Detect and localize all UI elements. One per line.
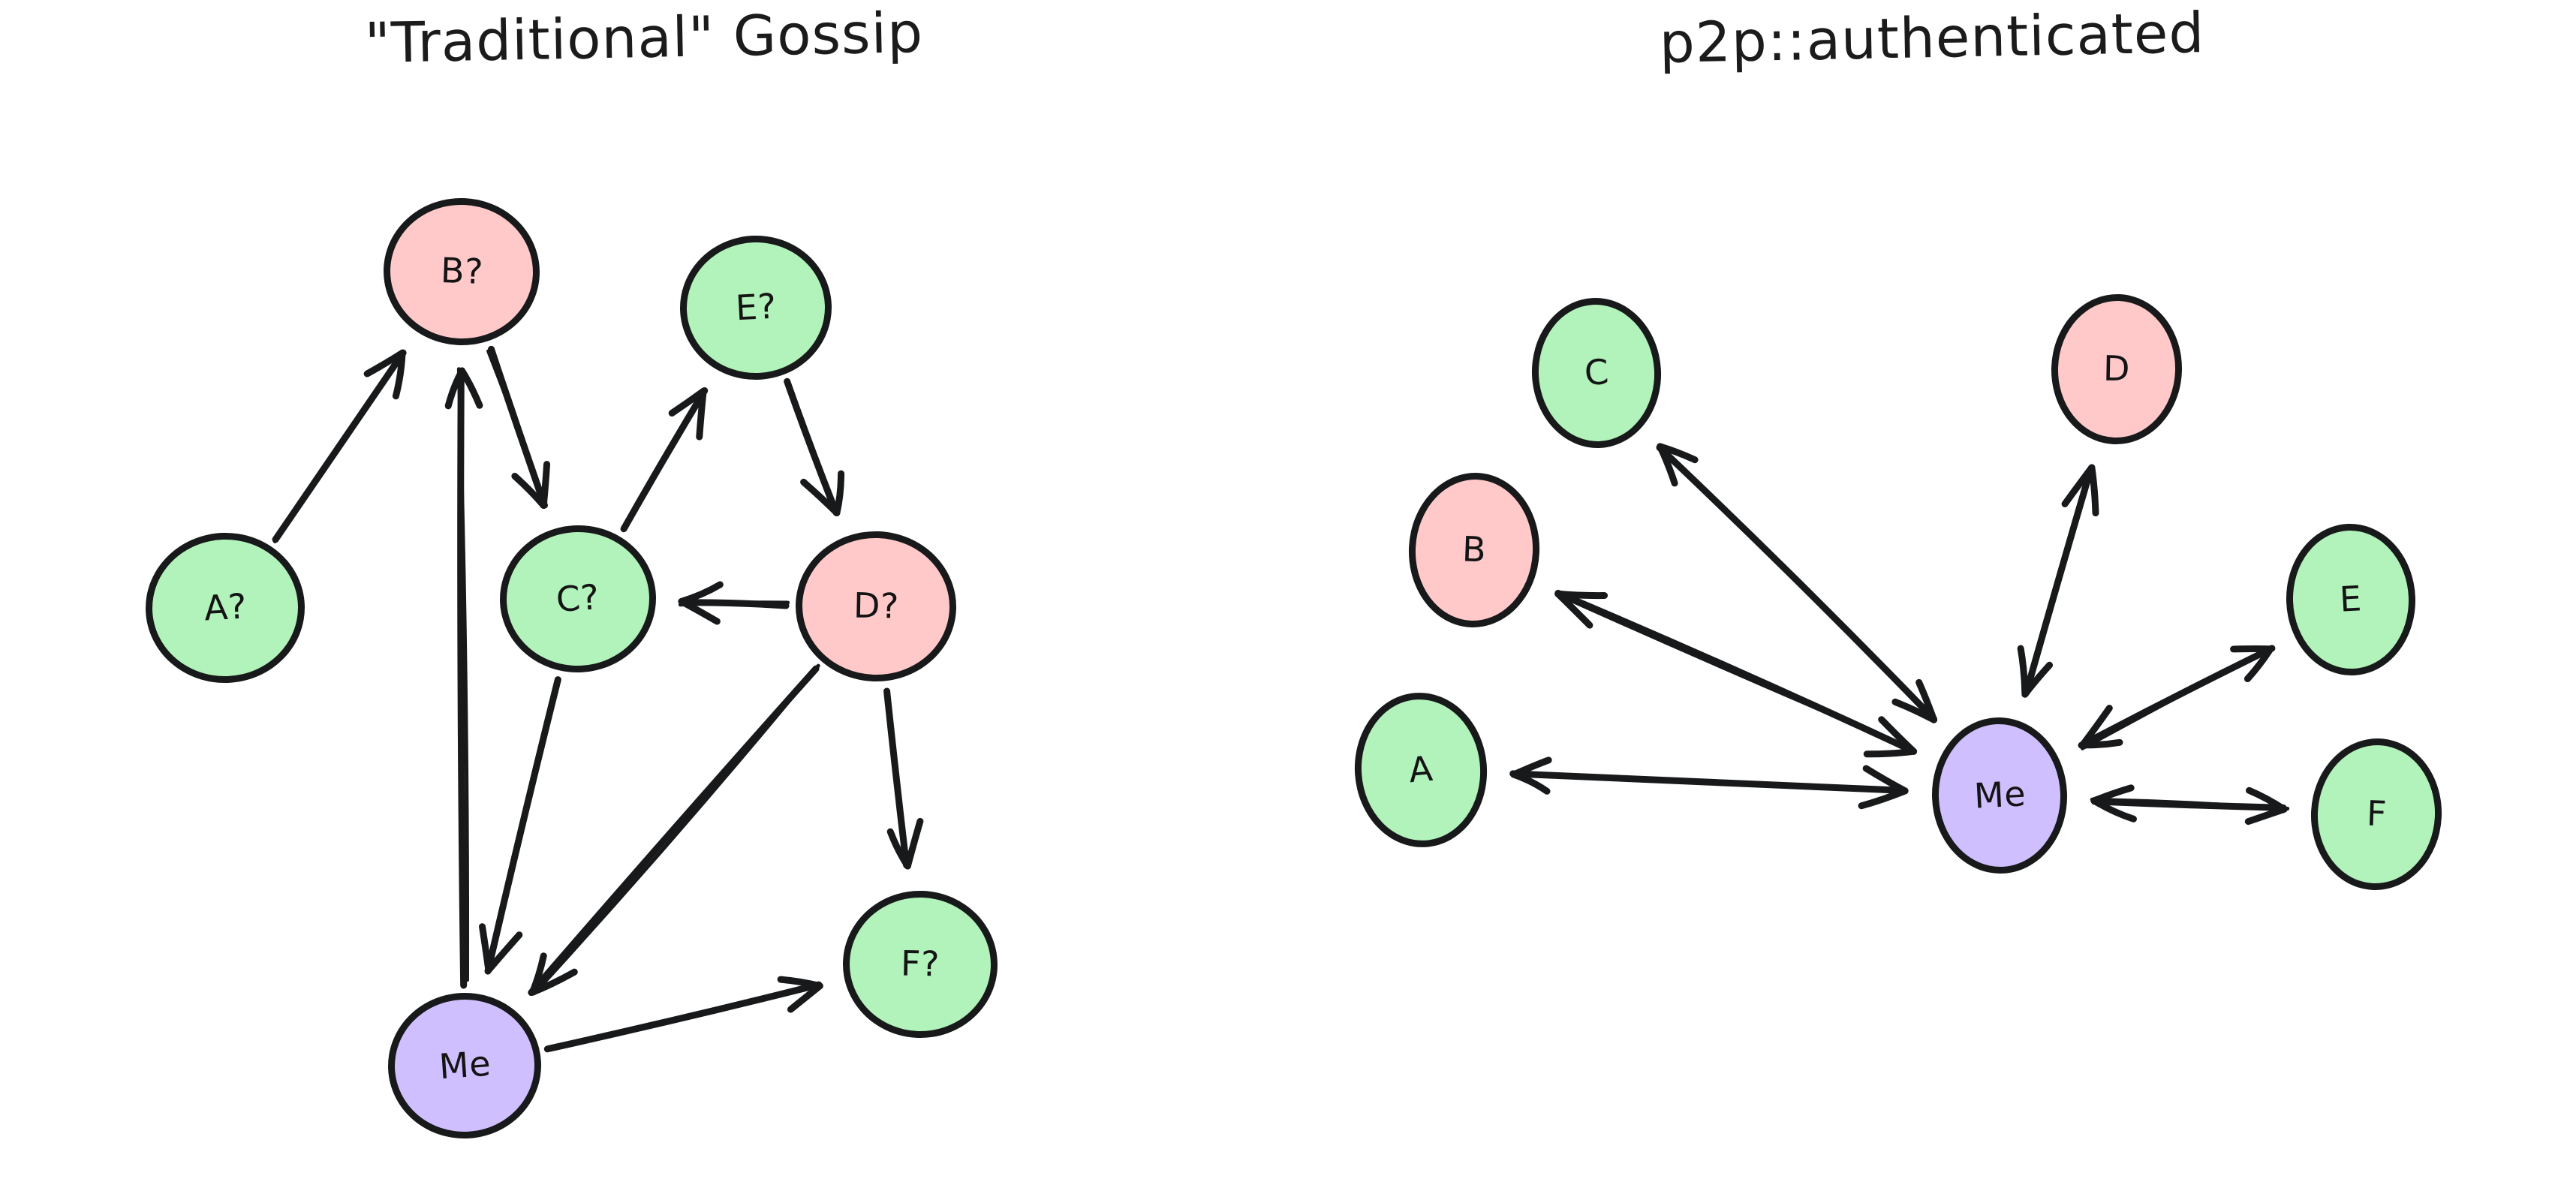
edge-c-to-me	[479, 676, 561, 975]
node-label: B?	[439, 250, 484, 292]
edge-me-to-a	[1509, 756, 1909, 810]
node-label: B	[1461, 528, 1488, 570]
edge-me-to-d	[2017, 464, 2099, 698]
node-label: A?	[203, 585, 248, 629]
node-label: C	[1582, 350, 1611, 394]
node-label: Me	[437, 1042, 492, 1087]
edge-me-to-b	[1554, 589, 1918, 758]
edge-e-to-d	[784, 377, 845, 516]
edge-me-to-b	[444, 367, 483, 989]
node-label: D?	[853, 585, 899, 627]
edge-d-to-me	[528, 663, 820, 997]
edge-d-to-f	[883, 687, 924, 870]
node-label: E?	[734, 285, 778, 329]
edge-me-to-c	[1656, 443, 1938, 723]
edge-me-to-e	[2078, 645, 2276, 750]
edge-me-to-f	[543, 976, 823, 1053]
node-label: C?	[555, 576, 601, 620]
edge-layer-left	[272, 345, 924, 1053]
edge-layer-right	[1509, 443, 2290, 826]
node-label: Me	[1973, 773, 2027, 817]
edge-d-to-c	[678, 581, 790, 625]
panel-traditional-gossip: "Traditional" Gossip A?B?C?D?E?F?Me	[143, 1, 1001, 1143]
node-label: F	[2365, 793, 2388, 835]
edge-a-to-b	[272, 349, 407, 543]
node-label: D	[2102, 347, 2131, 389]
node-label: E	[2338, 578, 2364, 620]
edge-c-to-e	[620, 387, 709, 533]
edge-me-to-f	[2090, 784, 2290, 826]
edge-b-to-c	[486, 345, 551, 509]
node-label: A	[1407, 747, 1435, 791]
node-label: F?	[900, 943, 940, 985]
